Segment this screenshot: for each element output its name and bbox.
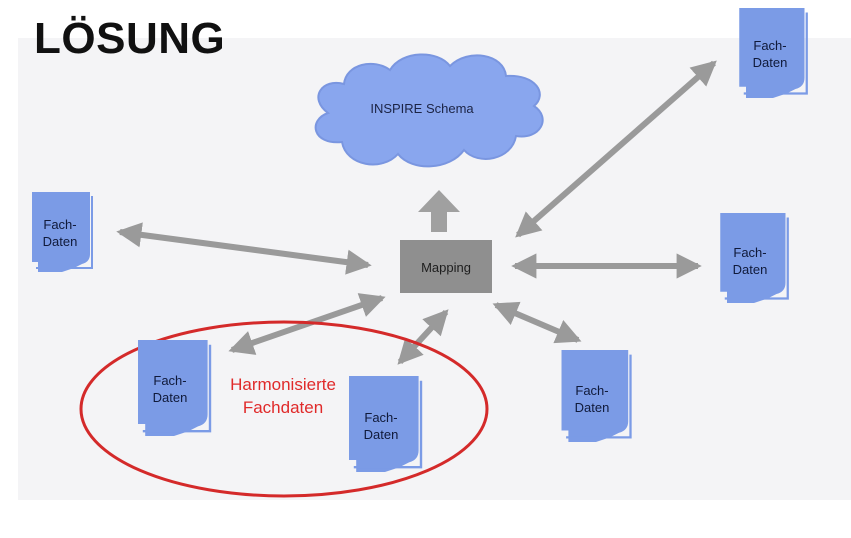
up-arrow-icon bbox=[418, 190, 460, 232]
arrow-top-right-doc bbox=[515, 60, 717, 238]
cloud-label: INSPIRE Schema bbox=[370, 101, 474, 116]
doc-label-line1: Fach- bbox=[364, 410, 397, 425]
page-title: LÖSUNG bbox=[34, 14, 226, 63]
document-harmonized-left: Fach- Daten bbox=[136, 340, 212, 436]
doc-label-line2: Daten bbox=[733, 262, 768, 277]
arrows bbox=[116, 60, 717, 365]
mapping-label: Mapping bbox=[421, 260, 471, 275]
doc-label-line1: Fach- bbox=[43, 217, 76, 232]
inspire-schema-cloud: INSPIRE Schema bbox=[314, 53, 544, 168]
document-bottom-right: Fach- Daten bbox=[560, 350, 632, 442]
document-top-right: Fach- Daten bbox=[738, 8, 808, 98]
arrow-harmonized-doc-2 bbox=[397, 309, 449, 365]
harmonized-label-line1: Harmonisierte bbox=[230, 375, 336, 394]
doc-label-line1: Fach- bbox=[153, 373, 186, 388]
document-icon bbox=[136, 340, 212, 436]
doc-label-line2: Daten bbox=[753, 55, 788, 70]
document-icon bbox=[30, 192, 94, 272]
doc-label-line1: Fach- bbox=[575, 383, 608, 398]
cloud-icon bbox=[314, 53, 544, 168]
doc-label-line1: Fach- bbox=[753, 38, 786, 53]
arrow-bottom-right-doc bbox=[492, 301, 582, 344]
doc-label-line2: Daten bbox=[575, 400, 610, 415]
doc-label-line2: Daten bbox=[43, 234, 78, 249]
harmonized-label-line2: Fachdaten bbox=[243, 398, 323, 417]
mapping-node: Mapping bbox=[400, 240, 492, 293]
document-right: Fach- Daten bbox=[718, 213, 790, 303]
document-icon bbox=[738, 8, 808, 98]
doc-label-line2: Daten bbox=[364, 427, 399, 442]
doc-label-line1: Fach- bbox=[733, 245, 766, 260]
harmonized-ellipse bbox=[79, 320, 489, 498]
doc-label-line2: Daten bbox=[153, 390, 188, 405]
mapping-box bbox=[400, 240, 492, 293]
document-left: Fach- Daten bbox=[30, 192, 94, 272]
document-harmonized-right: Fach- Daten bbox=[347, 376, 423, 472]
arrow-left-doc bbox=[116, 222, 372, 275]
